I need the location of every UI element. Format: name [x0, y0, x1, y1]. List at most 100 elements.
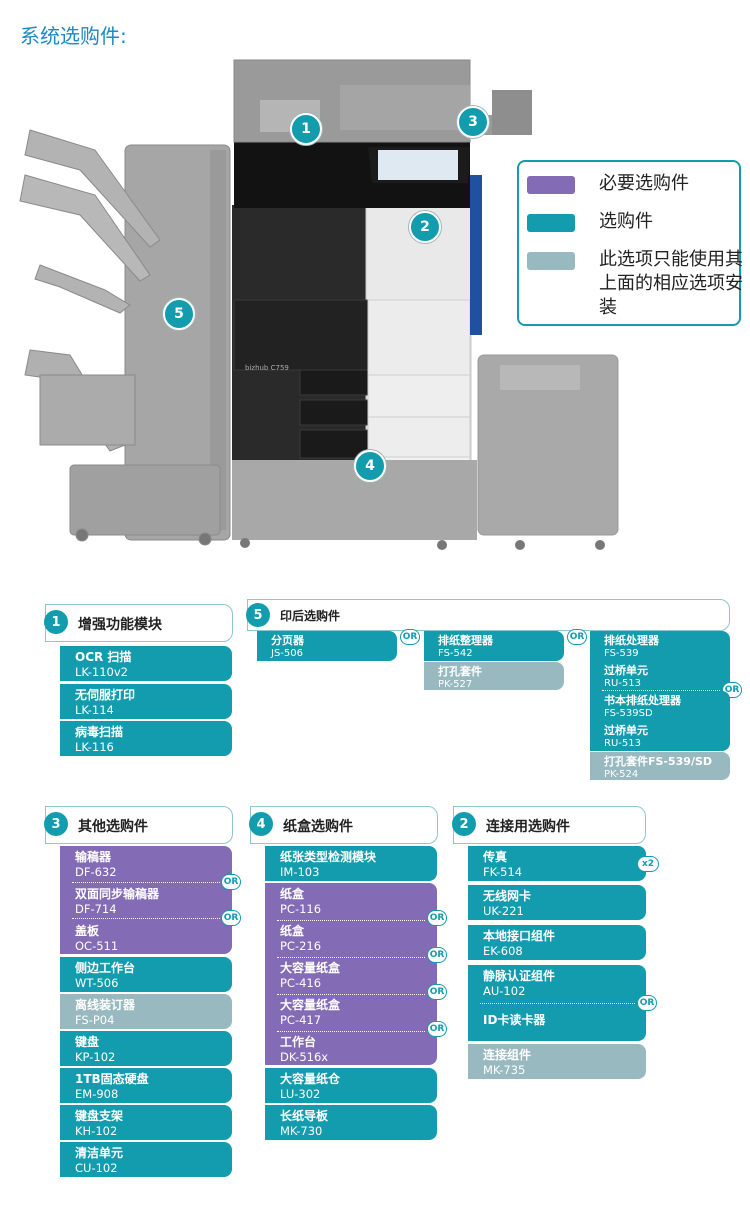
or-badge: OR	[427, 947, 447, 963]
option-name: 本地接口组件	[483, 929, 556, 943]
option-name: 纸张类型检测模块	[280, 850, 377, 864]
option-card: 离线装订器 FS-P04	[60, 994, 232, 1029]
legend-swatch-required	[527, 176, 575, 194]
option-name: 无伺服打印	[75, 688, 136, 702]
option-code: KH-102	[75, 1124, 118, 1138]
divider	[277, 957, 425, 958]
option-name: 工作台	[280, 1035, 317, 1049]
option-code: IM-103	[280, 865, 320, 879]
or-badge: OR	[637, 995, 657, 1011]
finisher-unit	[19, 129, 231, 546]
option-code: JS-506	[271, 648, 303, 659]
option-card: 大容量纸仓 LU-302	[265, 1068, 437, 1103]
section-1-header: 1 增强功能模块	[44, 604, 233, 642]
option-name: 病毒扫描	[75, 725, 124, 739]
option-card: 打孔套件 PK-527	[424, 662, 564, 690]
legend-optional-label: 选购件	[599, 211, 653, 232]
option-name: 过桥单元	[604, 724, 648, 737]
section-1-number: 1	[44, 610, 68, 634]
option-name: 盖板	[75, 924, 100, 938]
option-name: 纸盒	[280, 924, 305, 938]
option-card: 清洁单元 CU-102	[60, 1142, 232, 1177]
or-badge: OR	[427, 984, 447, 1000]
option-code: LK-114	[75, 703, 114, 717]
option-card: 病毒扫描 LK-116	[60, 721, 232, 756]
option-code: MK-730	[280, 1124, 323, 1138]
option-code: RU-513	[604, 738, 641, 749]
option-code: FS-P04	[75, 1013, 115, 1027]
brand-label: bizhub C759	[245, 364, 289, 372]
section-4-number: 4	[249, 812, 273, 836]
option-card: 无线网卡 UK-221	[468, 885, 646, 920]
option-name: 书本排纸处理器	[604, 694, 681, 707]
option-code: FK-514	[483, 865, 523, 879]
option-card: OCR 扫描 LK-110v2	[60, 646, 232, 681]
divider	[602, 690, 720, 691]
option-name: 长纸导板	[280, 1109, 329, 1123]
side-devices	[470, 90, 619, 550]
option-name: 输稿器	[75, 850, 112, 864]
option-code: FS-542	[438, 648, 473, 659]
option-code: PC-417	[280, 1013, 322, 1027]
option-code: PC-116	[280, 902, 322, 916]
option-code: PK-527	[438, 679, 473, 690]
legend-required-label: 必要选购件	[599, 173, 689, 194]
legend-optional: 选购件	[527, 210, 745, 234]
section-3-number: 3	[44, 812, 68, 836]
option-code: RU-513	[604, 678, 641, 689]
divider	[277, 920, 425, 921]
option-card: 分页器 JS-506	[257, 631, 397, 661]
option-name: 分页器	[271, 634, 304, 647]
section-2-number: 2	[452, 812, 476, 836]
legend: 必要选购件 选购件 此选项只能使用其上面的相应选项安装	[517, 160, 743, 326]
option-name: 大容量纸盒	[280, 961, 341, 975]
option-card: 连接组件 MK-735	[468, 1044, 646, 1079]
section-4-title: 纸盒选购件	[283, 819, 353, 835]
option-code: LK-116	[75, 740, 114, 754]
option-card: 传真 FK-514	[468, 846, 646, 881]
option-name: 静脉认证组件	[483, 969, 556, 983]
option-code: CU-102	[75, 1161, 118, 1175]
page-title: 系统选购件:	[20, 24, 127, 48]
section-1-title: 增强功能模块	[78, 617, 162, 633]
option-name: 排纸处理器	[604, 634, 659, 647]
marker-4: 4	[354, 450, 386, 482]
option-card: 长纸导板 MK-730	[265, 1105, 437, 1140]
option-card: 排纸处理器 FS-539 过桥单元 RU-513	[590, 631, 730, 691]
option-name: OCR 扫描	[75, 650, 132, 664]
option-card: 本地接口组件 EK-608	[468, 925, 646, 960]
option-card: 排纸整理器 FS-542	[424, 631, 564, 661]
option-name: 无线网卡	[483, 889, 532, 903]
option-card: 键盘 KP-102	[60, 1031, 232, 1066]
option-group: 纸盒 PC-116 纸盒 PC-216 大容量纸盒 PC-416 大容量纸盒 P…	[265, 883, 437, 1065]
option-name: 双面同步输稿器	[75, 887, 160, 901]
main-engine	[232, 59, 482, 550]
option-name: 纸盒	[280, 887, 305, 901]
or-badge: OR	[221, 910, 241, 926]
option-name: 传真	[483, 850, 508, 864]
option-code: FS-539SD	[604, 708, 653, 719]
option-name: 大容量纸仓	[280, 1072, 341, 1086]
option-name: 打孔套件FS-539/SD	[604, 755, 713, 768]
option-name: 离线装订器	[75, 998, 136, 1012]
option-code: OC-511	[75, 939, 119, 953]
legend-conditional-label: 此选项只能使用其上面的相应选项安装	[599, 249, 743, 318]
section-4-header: 4 纸盒选购件	[249, 806, 438, 844]
section-3-header: 3 其他选购件	[44, 806, 233, 844]
marker-2: 2	[409, 211, 441, 243]
option-code: AU-102	[483, 984, 526, 998]
option-name: 键盘支架	[75, 1109, 124, 1123]
section-5-number: 5	[246, 603, 270, 627]
or-badge: OR	[221, 874, 241, 890]
option-code: DF-714	[75, 902, 117, 916]
legend-required: 必要选购件	[527, 172, 745, 196]
option-name: 1TB固态硬盘	[75, 1072, 149, 1086]
option-name: 键盘	[75, 1035, 100, 1049]
option-code: UK-221	[483, 904, 524, 918]
legend-conditional: 此选项只能使用其上面的相应选项安装	[527, 248, 745, 320]
option-name: ID卡读卡器	[483, 1013, 546, 1027]
or-badge: OR	[427, 910, 447, 926]
option-name: 打孔套件	[438, 665, 482, 678]
option-card: 无伺服打印 LK-114	[60, 684, 232, 719]
option-name: 清洁单元	[75, 1146, 124, 1160]
